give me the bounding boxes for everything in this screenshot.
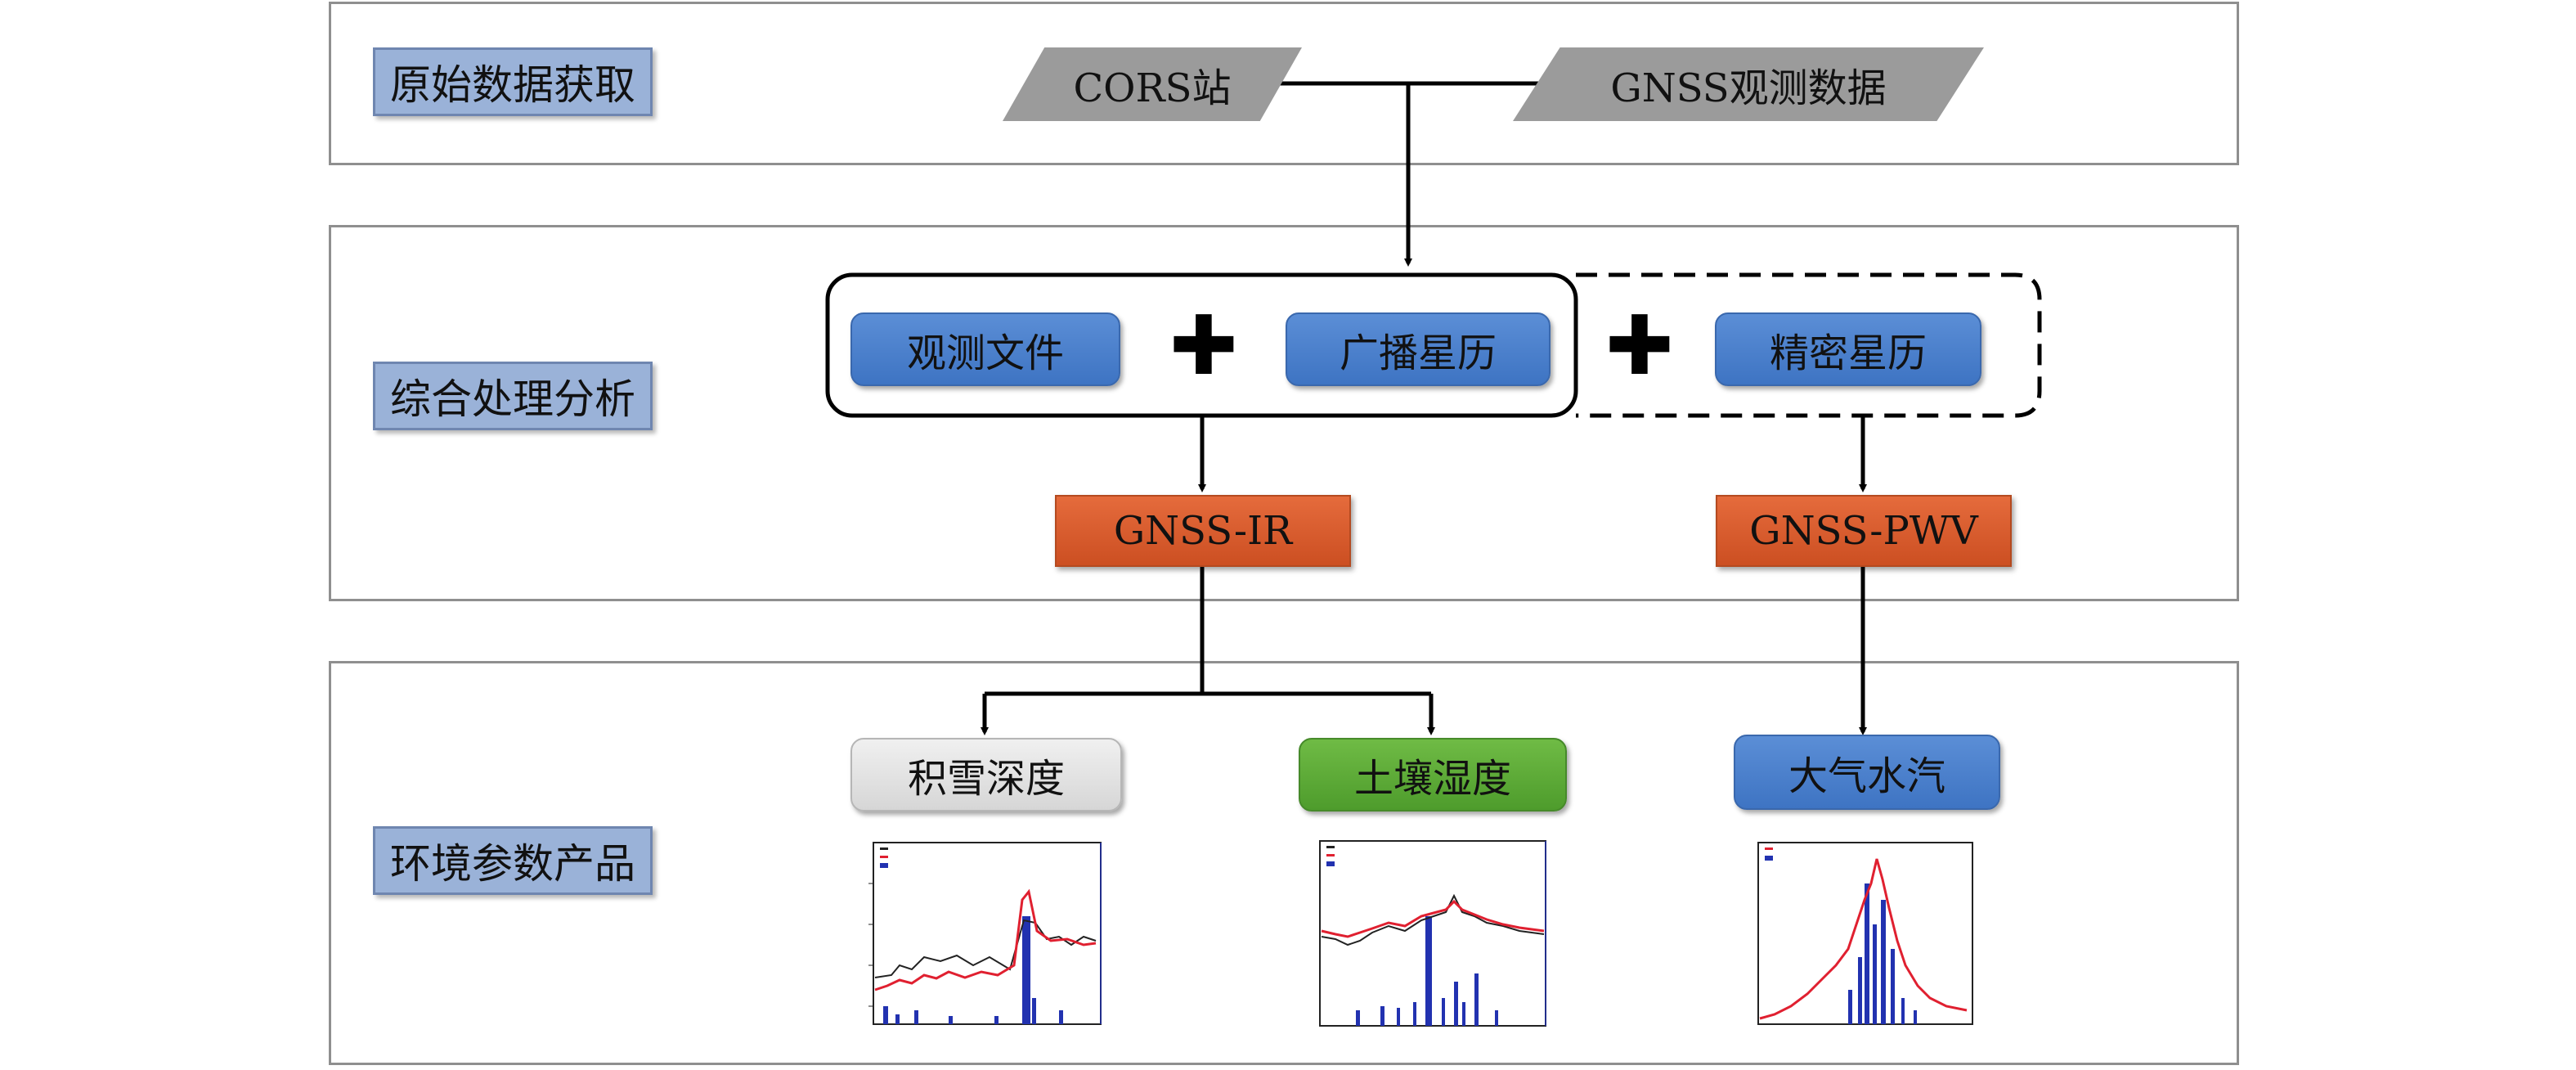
- observation-file-box: 观测文件: [850, 312, 1120, 386]
- band-label-products: 环境参数产品: [373, 826, 653, 895]
- gnss-parallelogram-fill: [1513, 47, 1984, 121]
- cors-station-shape: CORS站: [1003, 47, 1302, 121]
- plus-icon: ✚: [1605, 298, 1674, 393]
- precise-group-dashed-outline: [1576, 272, 2042, 418]
- gnss-observation-label: GNSS观测数据: [1610, 65, 1887, 111]
- water-vapor-box: 大气水汽: [1734, 735, 2000, 810]
- precise-ephemeris-box: 精密星历: [1715, 312, 1981, 386]
- soil-moisture-box: 土壤湿度: [1299, 738, 1567, 811]
- gnss-ir-box: GNSS-IR: [1055, 495, 1351, 567]
- soil-moisture-mini-chart: [1319, 840, 1546, 1027]
- gnss-observation-shape: GNSS观测数据: [1513, 47, 1984, 121]
- water-vapor-mini-chart: [1757, 842, 1973, 1025]
- snow-depth-mini-chart: [868, 842, 1102, 1025]
- gnss-pwv-box: GNSS-PWV: [1716, 495, 2012, 567]
- cors-parallelogram-fill: [1003, 47, 1302, 121]
- file-group-solid-outline: [825, 272, 1578, 418]
- plus-icon: ✚: [1169, 298, 1238, 393]
- band-label-processing: 综合处理分析: [373, 362, 653, 430]
- snow-depth-box: 积雪深度: [850, 738, 1122, 811]
- band-label-acquisition: 原始数据获取: [373, 47, 653, 116]
- cors-label: CORS站: [1073, 65, 1232, 111]
- broadcast-ephemeris-box: 广播星历: [1286, 312, 1551, 386]
